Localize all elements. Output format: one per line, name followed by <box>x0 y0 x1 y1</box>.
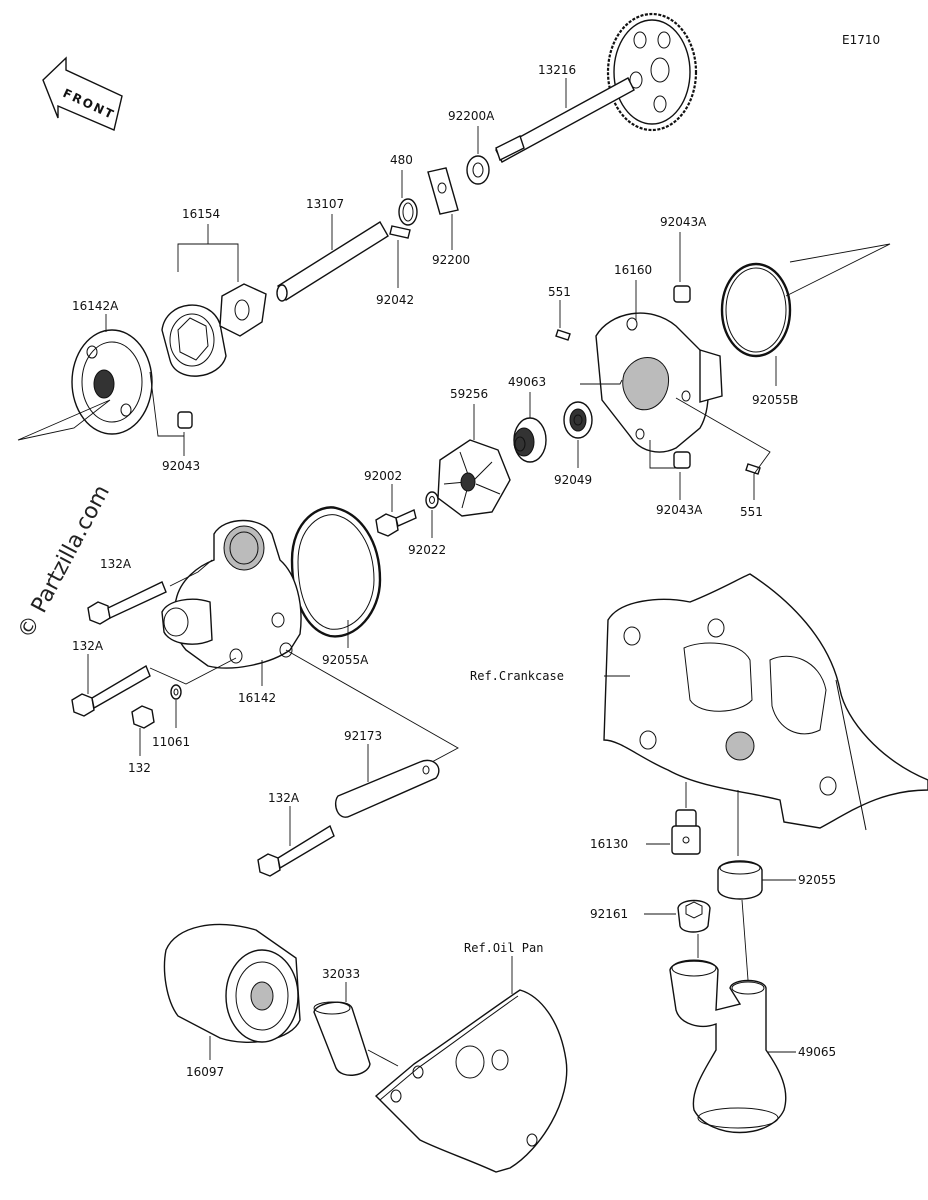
label-92200: 92200 <box>432 253 470 267</box>
part-92161-collar[interactable] <box>677 899 711 933</box>
part-16142A-pump-cover[interactable] <box>71 329 153 435</box>
part-11061-gasket[interactable] <box>170 684 182 700</box>
part-92173-clamp[interactable] <box>334 759 440 818</box>
part-551-pin-top[interactable] <box>555 329 571 341</box>
part-92022-washer[interactable] <box>425 491 439 509</box>
crankcase-reference <box>603 573 928 831</box>
part-92002-bolt[interactable] <box>375 509 417 537</box>
part-16097-oil-filter[interactable] <box>163 923 301 1044</box>
label-92055B: 92055B <box>752 393 798 407</box>
label-92173: 92173 <box>344 729 382 743</box>
label-92055: 92055 <box>798 873 836 887</box>
part-132A-bolt-2[interactable] <box>71 664 151 717</box>
part-32033-pipe[interactable] <box>313 1001 371 1076</box>
label-16142: 16142 <box>238 691 276 705</box>
label-551-bottom: 551 <box>740 505 763 519</box>
label-32033: 32033 <box>322 967 360 981</box>
label-49065: 49065 <box>798 1045 836 1059</box>
diagram-code: E1710 <box>842 33 880 47</box>
label-480: 480 <box>390 153 413 167</box>
label-16130: 16130 <box>590 837 628 851</box>
part-132A-bolt-1[interactable] <box>87 581 167 625</box>
label-49063: 49063 <box>508 375 546 389</box>
label-92200A: 92200A <box>448 109 495 123</box>
part-49063-seal[interactable] <box>513 417 547 463</box>
label-92002: 92002 <box>364 469 402 483</box>
label-92161: 92161 <box>590 907 628 921</box>
label-92043A-bottom: 92043A <box>656 503 703 517</box>
part-16154-rotor-set[interactable] <box>161 283 267 377</box>
label-132: 132 <box>128 761 151 775</box>
label-92043A-top: 92043A <box>660 215 707 229</box>
oil-pan-reference <box>374 989 568 1173</box>
label-16142A: 16142A <box>72 299 119 313</box>
part-92200-plate[interactable] <box>427 167 459 215</box>
part-92043A-dowel-top[interactable] <box>673 285 691 303</box>
part-59256-impeller[interactable] <box>437 439 511 517</box>
label-132A-2: 132A <box>72 639 104 653</box>
label-132A-3: 132A <box>268 791 300 805</box>
part-92043A-dowel-bottom[interactable] <box>673 451 691 469</box>
label-59256: 59256 <box>450 387 488 401</box>
label-92043: 92043 <box>162 459 200 473</box>
label-11061: 11061 <box>152 735 190 749</box>
label-132A-1: 132A <box>100 557 132 571</box>
label-92042: 92042 <box>376 293 414 307</box>
part-13107-shaft[interactable] <box>276 221 389 302</box>
label-92055A: 92055A <box>322 653 369 667</box>
part-16142-water-pump-housing[interactable] <box>161 519 302 669</box>
label-92022: 92022 <box>408 543 446 557</box>
part-480-circlip[interactable] <box>398 198 418 226</box>
part-92200A-washer[interactable] <box>466 155 490 185</box>
part-92049-oil-seal[interactable] <box>563 401 593 439</box>
label-16154: 16154 <box>182 207 220 221</box>
label-13216: 13216 <box>538 63 576 77</box>
label-551-top: 551 <box>548 285 571 299</box>
part-92055B-o-ring[interactable] <box>720 262 792 358</box>
ref-oil-pan-label: Ref.Oil Pan <box>464 941 543 955</box>
part-92055A-o-ring[interactable] <box>290 506 382 638</box>
part-49065-oil-strainer[interactable] <box>669 959 787 1134</box>
part-16130-fitting[interactable] <box>671 809 701 855</box>
ref-crankcase-label: Ref.Crankcase <box>470 669 564 683</box>
label-92049: 92049 <box>554 473 592 487</box>
label-13107: 13107 <box>306 197 344 211</box>
part-132A-bolt-3[interactable] <box>257 824 335 877</box>
front-arrow-icon: FRONT <box>42 56 123 131</box>
label-16160: 16160 <box>614 263 652 277</box>
part-132-bolt[interactable] <box>131 705 155 729</box>
part-92043-dowel[interactable] <box>177 411 193 429</box>
part-16160-pump-body[interactable] <box>595 312 723 453</box>
part-92042-pin[interactable] <box>389 225 411 239</box>
label-16097: 16097 <box>186 1065 224 1079</box>
part-13216-gear-shaft[interactable] <box>495 12 698 163</box>
part-92055-o-ring[interactable] <box>717 860 763 900</box>
part-551-pin-bottom[interactable] <box>745 463 761 475</box>
